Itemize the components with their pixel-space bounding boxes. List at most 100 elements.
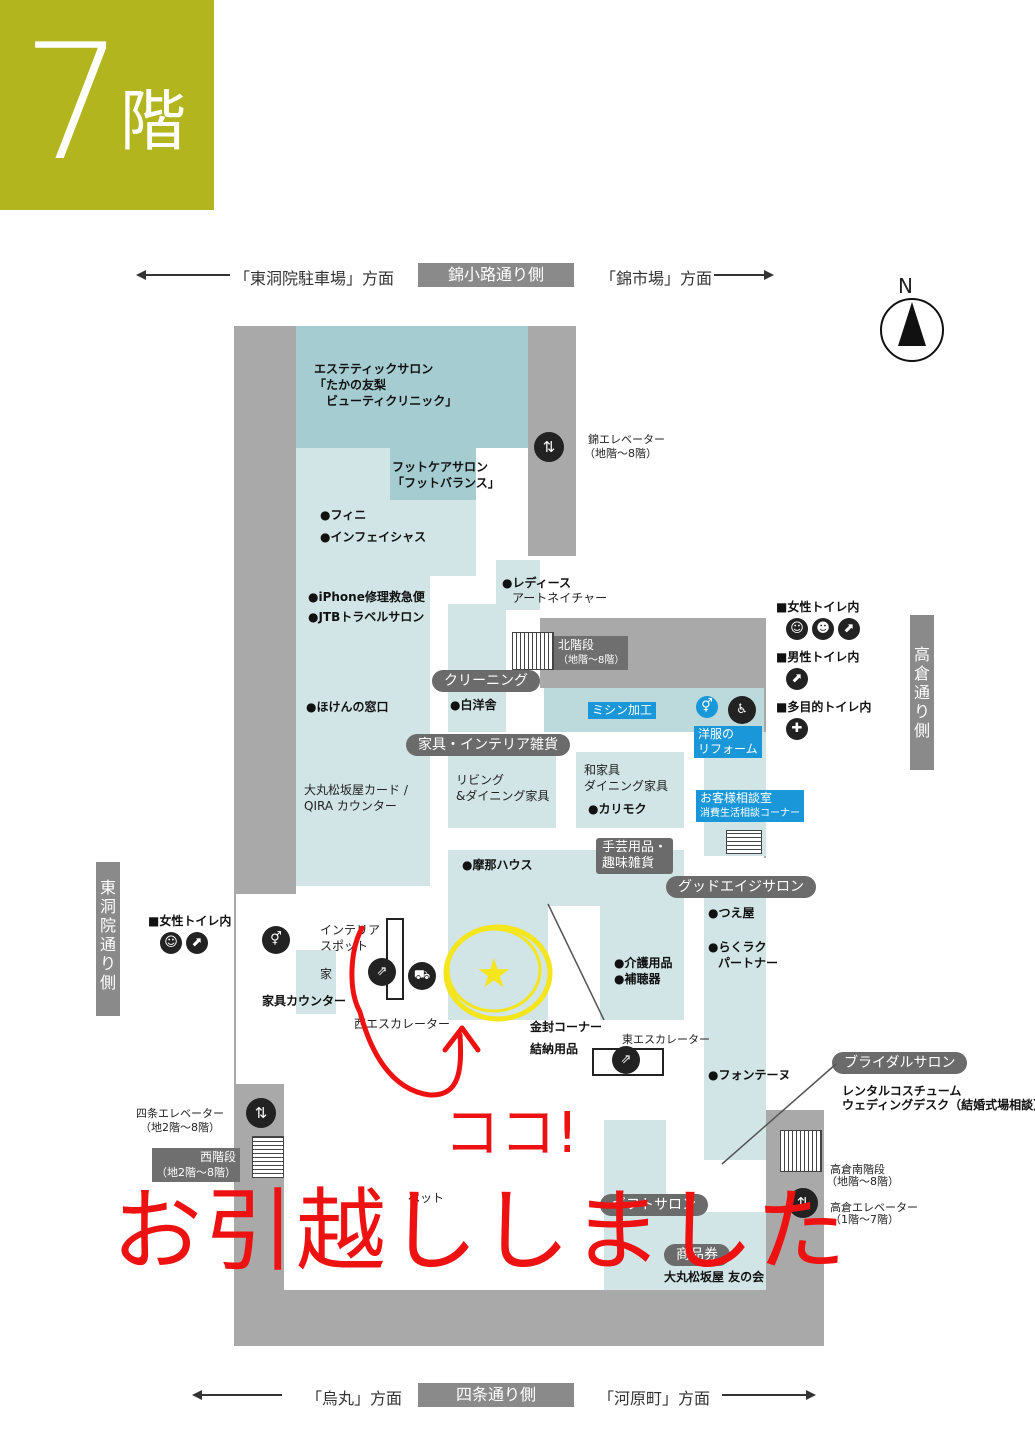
tag-yofuku-1: 洋服の [698, 727, 735, 741]
shop-esthetic-3: ビューティクリニック」 [326, 394, 458, 408]
tag-yofuku: 洋服の リフォーム [694, 726, 762, 758]
shop-foot-2: 「フットバランス」 [392, 476, 500, 490]
escalator-icon: ⇗ [368, 958, 396, 986]
shop-esthetic-1: エステティックサロン [314, 362, 434, 376]
stairs-icon [512, 632, 554, 670]
arrow-line [146, 274, 230, 276]
shop-living-1: リビング [456, 773, 505, 787]
restroom-icon: ⚥ [696, 696, 718, 718]
higashi-escalator-label: 東エスカレーター [622, 1033, 710, 1046]
stairs-icon [252, 1136, 284, 1178]
zone-living [448, 752, 556, 828]
arrow-left-icon [136, 270, 146, 280]
handrail-icon: ⬈ [786, 668, 808, 690]
escalator-icon: ⇗ [612, 1046, 640, 1074]
direction-top-right: 「錦市場」方面 [600, 269, 713, 288]
tag-shohinken: 商品券 [664, 1244, 730, 1266]
elevator-icon: ⇅ [788, 1188, 818, 1218]
shop-kaigo: ●介護用品 [614, 956, 673, 970]
baby-seat-icon: ☺ [786, 618, 808, 640]
nishi-stairs-floors: （地2階〜8階） [156, 1166, 236, 1179]
annotation-marks [349, 924, 553, 1098]
shop-hochoki: ●補聴器 [614, 972, 661, 986]
shop-fontaine: ●フォンテーヌ [708, 1068, 791, 1082]
shop-karimoku: ●カリモク [588, 802, 647, 816]
tag-cleaning: クリーニング [432, 670, 540, 692]
street-top: 錦小路通り側 [418, 263, 574, 287]
shop-shugei-2: 趣味雑貨 [602, 856, 655, 871]
shop-fini: ●フィニ [320, 508, 367, 522]
shop-wakagu-2: ダイニング家具 [584, 779, 669, 793]
kita-stairs-floors: （地階〜8階） [558, 655, 625, 666]
tag-kagu-interior: 家具・インテリア雑貨 [406, 734, 570, 756]
tag-bridal: ブライダルサロン [832, 1052, 968, 1074]
shijo-elevator-floors: （地2階〜8階） [140, 1121, 220, 1134]
shop-hoken: ●ほけんの窓口 [306, 700, 389, 714]
tag-okyaku-1: お客様相談室 [700, 791, 773, 805]
floor-suffix: 階 [120, 83, 186, 160]
ostomate-icon: ✚ [786, 718, 808, 740]
shop-rakuraku-2: パートナー [718, 956, 779, 970]
shop-rental-2: ウェディングデスク（結婚式場相談） [842, 1098, 1035, 1112]
zone-good-age [704, 880, 766, 1160]
south-wall [284, 1290, 824, 1346]
zone-foot [390, 448, 476, 500]
shop-shugei-1: 手芸用品・ [602, 840, 668, 855]
shop-interior-spot-1: インテリア [320, 923, 381, 937]
shop-ketsuno: 結納用品 [530, 1042, 579, 1056]
aisle [548, 906, 600, 1020]
zone-ladies [496, 560, 540, 610]
street-left-label: 東洞院通り側 [99, 878, 116, 992]
shop-ladies-2: アートネイチャー [512, 591, 608, 605]
street-right: 高倉通り側 [910, 615, 934, 770]
handrail-icon: ⬈ [838, 618, 860, 640]
tag-yofuku-2: リフォーム [698, 742, 758, 756]
zone-cleaning [448, 604, 506, 732]
arrow-line [714, 274, 766, 276]
women-toilet-left-label: ■女性トイレ内 [148, 914, 232, 928]
nishi-stairs-label: 西階段 （地2階〜8階） [152, 1148, 240, 1182]
direction-bottom-left: 「烏丸」方面 [306, 1389, 403, 1408]
shop-pet-partial: ペット [408, 1191, 445, 1205]
direction-bottom-right: 「河原町」方面 [598, 1389, 711, 1408]
compass-label: N [898, 274, 913, 298]
tag-mishin: ミシン加工 [588, 702, 657, 719]
kita-stairs-name: 北階段 [558, 638, 595, 652]
moved-text: お引越ししました [112, 1179, 848, 1284]
baby-changing-icon: ☻ [812, 618, 834, 640]
floor-badge: 7 階 [0, 0, 214, 210]
floor-number: 7 [22, 9, 124, 196]
shop-ladies-1: ●レディース [502, 576, 572, 590]
nishiki-elevator-label: 錦エレベーター [588, 433, 665, 446]
baby-seat-icon: ☺ [160, 932, 182, 954]
nishi-escalator-label: 西エスカレーター [354, 1017, 451, 1031]
elevator-icon: ⇅ [534, 432, 564, 462]
shop-rakuraku-1: ●らくラク [708, 940, 767, 954]
shop-kagu-partial: 家 [320, 967, 333, 981]
women-toilet-right-label: ■女性トイレ内 [776, 600, 860, 614]
shop-wakagu-1: 和家具 [584, 763, 621, 777]
takakura-elevator-label: 高倉エレベーター [830, 1201, 918, 1214]
arrow-left-icon [192, 1390, 202, 1400]
shop-rental-1: レンタルコスチューム [842, 1084, 962, 1098]
shop-foot-1: フットケアサロン [392, 460, 489, 474]
street-bottom: 四条通り側 [418, 1383, 574, 1407]
men-toilet-right-label: ■男性トイレ内 [776, 650, 860, 664]
shop-tsueya: ●つえ屋 [708, 906, 755, 920]
shop-living-2: &ダイニング家具 [456, 789, 550, 803]
shop-kagu-counter: 家具カウンター [262, 994, 347, 1008]
handrail-icon: ⬈ [186, 932, 208, 954]
zone-wakagu [576, 752, 684, 828]
shop-jtb: ●JTBトラベルサロン [308, 610, 425, 624]
divider-line [547, 903, 605, 1021]
west-wall-lower [234, 894, 236, 1346]
shop-friends: 大丸松坂屋 友の会 [664, 1270, 765, 1284]
shop-hakuyosha: ●白洋舎 [450, 698, 497, 712]
bridal-pointer-line [721, 1063, 837, 1165]
arrow-right-icon [764, 270, 774, 280]
wheelchair-icon: ♿ [728, 696, 756, 724]
stairs-icon [726, 830, 762, 854]
tag-good-age: グッドエイジサロン [666, 876, 816, 898]
west-wall [234, 326, 296, 894]
restroom-icon: ⚥ [262, 926, 290, 954]
